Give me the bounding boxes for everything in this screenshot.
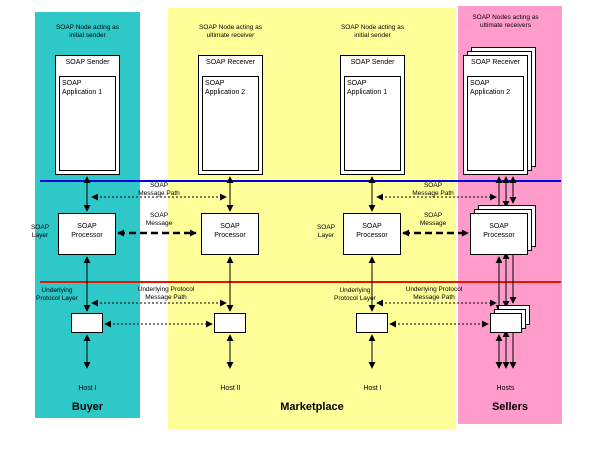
soap-application-box-buyer xyxy=(59,76,116,171)
underlying-layer-label-left: Underlying Protocol Layer xyxy=(36,287,78,303)
protocol-box-sellers xyxy=(490,313,522,333)
soap-application-box-marketplace-receiver xyxy=(202,76,259,171)
sellers-region-label: Sellers xyxy=(491,401,529,413)
node-caption-marketplace-receiver: SOAP Node acting as ultimate receiver xyxy=(198,24,263,40)
underlying-message-path-arrows xyxy=(91,299,497,328)
host-label-marketplace-sender: Host I xyxy=(363,385,382,392)
soap-layer-label-right: SOAP Layer xyxy=(316,224,336,240)
soap-application-box-marketplace-sender xyxy=(344,76,401,171)
soap-processor-label-buyer: SOAP Processor xyxy=(71,223,103,240)
soap-processor-box-marketplace-sender xyxy=(343,213,401,255)
soap-processor-label-marketplace-sender: SOAP Processor xyxy=(356,223,388,240)
soap-receiver-title-marketplace: SOAP Receiver xyxy=(206,59,255,66)
soap-application-label-sellers: SOAP Application 2 xyxy=(470,80,511,97)
soap-sender-title-marketplace: SOAP Sender xyxy=(350,59,395,66)
soap-application-label-buyer: SOAP Application 1 xyxy=(62,80,103,97)
soap-application-label-marketplace-receiver: SOAP Application 2 xyxy=(205,80,246,97)
underlying-message-path-label-left: Underlying Protocol Message Path xyxy=(137,286,195,302)
soap-sender-title-buyer: SOAP Sender xyxy=(65,59,110,66)
soap-message-path-label-right: SOAP Message Path xyxy=(412,182,454,198)
host-label-sellers: Hosts xyxy=(496,385,515,392)
soap-processor-box-marketplace-receiver xyxy=(201,213,259,255)
marketplace-region-label: Marketplace xyxy=(280,401,344,413)
host-label-marketplace-receiver: Host II xyxy=(220,385,241,392)
soap-message-path-label-left: SOAP Message Path xyxy=(138,182,180,198)
soap-message-label-right: SOAP Message xyxy=(419,212,447,228)
soap-application-label-marketplace-sender: SOAP Application 1 xyxy=(347,80,388,97)
soap-processor-label-sellers: SOAP Processor xyxy=(483,223,515,240)
node-caption-sellers: SOAP Nodes acting as ultimate receivers xyxy=(472,14,539,30)
node-caption-buyer: SOAP Node acting as initial sender xyxy=(55,24,120,40)
underlying-layer-label-right: Underlying Protocol Layer xyxy=(334,287,376,303)
soap-processor-box-buyer xyxy=(58,213,116,255)
protocol-box-marketplace-receiver xyxy=(214,313,246,333)
soap-processor-label-marketplace-receiver: SOAP Processor xyxy=(214,223,246,240)
node-caption-marketplace-sender: SOAP Node acting as initial sender xyxy=(340,24,405,40)
soap-application-box-sellers xyxy=(467,76,524,171)
soap-message-label-left: SOAP Message xyxy=(145,212,173,228)
host-label-buyer: Host I xyxy=(78,385,97,392)
soap-layer-label-left: SOAP Layer xyxy=(30,224,50,240)
underlying-message-path-label-right: Underlying Protocol Message Path xyxy=(405,286,463,302)
buyer-region-label: Buyer xyxy=(71,401,104,413)
soap-processor-box-sellers xyxy=(470,213,528,255)
vertical-arrows-sellers xyxy=(495,176,517,369)
soap-receiver-title-sellers: SOAP Receiver xyxy=(471,59,520,66)
protocol-box-marketplace-sender xyxy=(356,313,388,333)
protocol-box-buyer xyxy=(71,313,103,333)
